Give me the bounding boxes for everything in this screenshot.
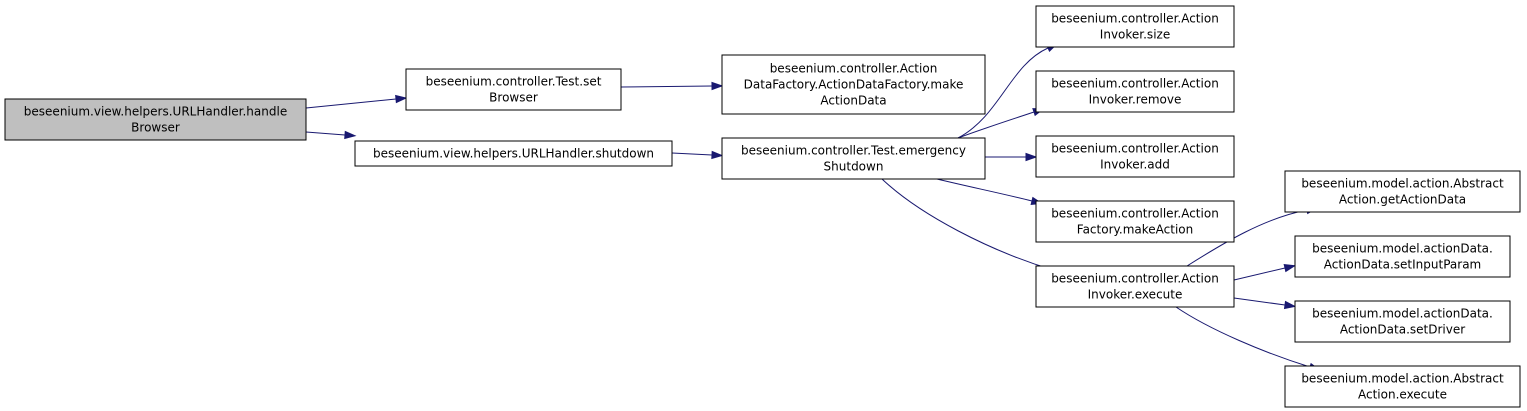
node-label-line: Factory.makeAction bbox=[1077, 223, 1193, 237]
node-label-line: beseenium.model.action.Abstract bbox=[1301, 177, 1504, 191]
edge-shutdown-to-emergencyShutdown bbox=[671, 150, 724, 160]
node-box[interactable] bbox=[1035, 265, 1235, 308]
node-label-line: Invoker.remove bbox=[1089, 93, 1182, 107]
node-label-line: beseenium.view.helpers.URLHandler.shutdo… bbox=[373, 147, 654, 161]
node-handleBrowser[interactable]: beseenium.view.helpers.URLHandler.handle… bbox=[4, 98, 307, 141]
arrowhead bbox=[395, 94, 408, 104]
node-setDriver[interactable]: beseenium.model.actionData. ActionData.se… bbox=[1294, 300, 1511, 343]
edge-line bbox=[305, 131, 346, 136]
edge-line bbox=[1233, 297, 1286, 306]
node-label-line: beseenium.model.action.Abstract bbox=[1301, 372, 1504, 386]
arrowhead bbox=[1025, 152, 1038, 162]
node-shutdown[interactable]: beseenium.view.helpers.URLHandler.shutdo… bbox=[354, 140, 673, 167]
node-execute[interactable]: beseenium.controller.ActionInvoker.execu… bbox=[1035, 265, 1235, 308]
node-label-line: ActionData.setDriver bbox=[1340, 323, 1465, 337]
edge-handleBrowser-to-shutdown bbox=[305, 130, 357, 140]
edge-line bbox=[936, 178, 1033, 202]
node-box[interactable] bbox=[1035, 70, 1235, 113]
node-label-line: beseenium.model.actionData. bbox=[1312, 242, 1493, 256]
node-label-line: ActionData.setInputParam bbox=[1324, 258, 1482, 272]
node-makeActionData[interactable]: beseenium.controller.ActionDataFactory.A… bbox=[721, 54, 986, 115]
arrowhead bbox=[711, 150, 724, 160]
node-box[interactable] bbox=[354, 140, 673, 167]
node-remove[interactable]: beseenium.controller.ActionInvoker.remov… bbox=[1035, 70, 1235, 113]
edge-emergencyShutdown-to-execute bbox=[881, 178, 1065, 274]
arrowhead bbox=[711, 81, 724, 91]
edge-line bbox=[671, 152, 713, 156]
node-box[interactable] bbox=[1284, 170, 1521, 213]
node-label-line: beseenium.controller.Action bbox=[1051, 142, 1219, 156]
node-label-line: Invoker.add bbox=[1100, 158, 1170, 172]
nodes-layer: beseenium.view.helpers.URLHandler.handle… bbox=[4, 5, 1521, 408]
node-box[interactable] bbox=[1284, 365, 1521, 408]
edge-line bbox=[620, 85, 713, 88]
node-box[interactable] bbox=[1035, 200, 1235, 243]
edge-line bbox=[1233, 267, 1286, 281]
node-label-line: Shutdown bbox=[824, 160, 884, 174]
node-label-line: beseenium.controller.Test.set bbox=[426, 75, 602, 89]
node-label-line: Browser bbox=[489, 91, 538, 105]
node-label-line: ActionData bbox=[820, 94, 886, 108]
node-label-line: beseenium.controller.Action bbox=[1051, 12, 1219, 26]
arrowhead bbox=[344, 130, 357, 140]
edge-line bbox=[957, 47, 1049, 139]
node-box[interactable] bbox=[1035, 135, 1235, 178]
node-label-line: beseenium.controller.Action bbox=[1051, 272, 1219, 286]
node-label-line: Browser bbox=[131, 121, 180, 135]
edge-setBrowser-to-makeActionData bbox=[620, 81, 724, 91]
arrowhead bbox=[1283, 300, 1297, 310]
edge-emergencyShutdown-to-add bbox=[985, 152, 1038, 162]
node-label-line: beseenium.model.actionData. bbox=[1312, 307, 1493, 321]
node-makeAction[interactable]: beseenium.controller.ActionFactory.makeA… bbox=[1035, 200, 1235, 243]
node-getActionData[interactable]: beseenium.model.action.AbstractAction.ge… bbox=[1284, 170, 1521, 213]
edge-line bbox=[1175, 306, 1311, 368]
node-label-line: Action.getActionData bbox=[1339, 193, 1466, 207]
edge-line bbox=[881, 178, 1054, 271]
node-box[interactable] bbox=[721, 54, 986, 115]
node-box[interactable] bbox=[1294, 235, 1511, 278]
node-box[interactable] bbox=[1294, 300, 1511, 343]
edge-line bbox=[305, 98, 397, 109]
edge-handleBrowser-to-setBrowser bbox=[305, 94, 408, 109]
node-label-line: beseenium.view.helpers.URLHandler.handle bbox=[24, 105, 287, 119]
node-label-line: beseenium.controller.Action bbox=[770, 62, 938, 76]
node-label-line: beseenium.controller.Action bbox=[1051, 77, 1219, 91]
node-setInputParam[interactable]: beseenium.model.actionData. ActionData.se… bbox=[1294, 235, 1511, 278]
node-box[interactable] bbox=[4, 98, 307, 141]
node-label-line: beseenium.controller.Test.emergency bbox=[741, 144, 966, 158]
edge-line bbox=[1186, 209, 1308, 267]
edge-line bbox=[957, 111, 1035, 139]
edge-emergencyShutdown-to-makeAction bbox=[936, 178, 1044, 205]
node-label-line: Invoker.execute bbox=[1088, 288, 1183, 302]
node-box[interactable] bbox=[405, 68, 622, 111]
edge-execute-to-setDriver bbox=[1233, 297, 1297, 310]
node-label-line: DataFactory.ActionDataFactory.make bbox=[744, 78, 964, 92]
edge-execute-to-setInputParam bbox=[1233, 264, 1297, 281]
node-box[interactable] bbox=[721, 137, 986, 180]
node-label-line: Action.execute bbox=[1358, 388, 1447, 402]
node-label-line: beseenium.controller.Action bbox=[1051, 207, 1219, 221]
arrowhead bbox=[1283, 264, 1297, 273]
node-emergencyShutdown[interactable]: beseenium.controller.Test.emergencyShutd… bbox=[721, 137, 986, 180]
node-box[interactable] bbox=[1035, 5, 1235, 48]
node-label-line: Invoker.size bbox=[1100, 28, 1170, 42]
node-abstractExecute[interactable]: beseenium.model.action.AbstractAction.ex… bbox=[1284, 365, 1521, 408]
